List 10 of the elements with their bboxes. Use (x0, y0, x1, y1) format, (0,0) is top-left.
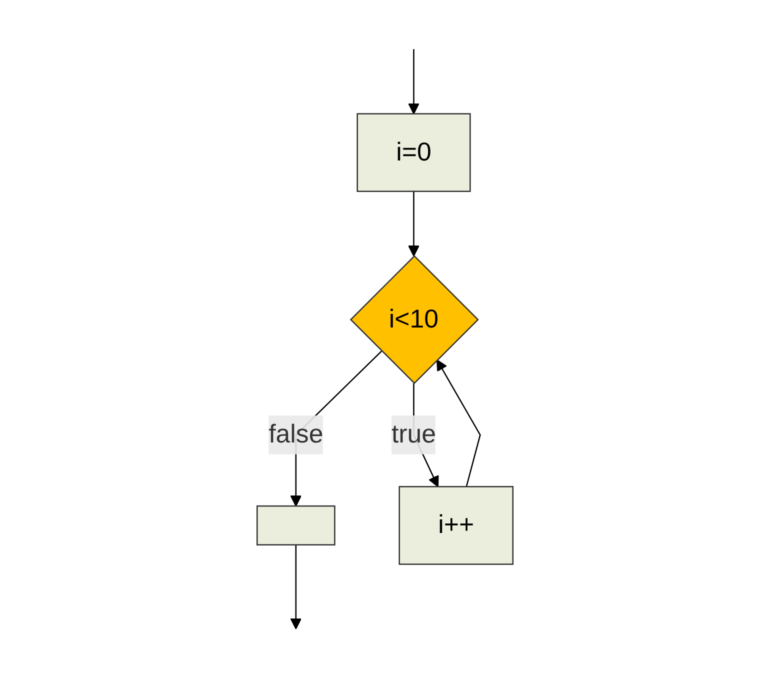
node-box: i=0 (356, 113, 471, 192)
node-box: i++ (398, 486, 514, 565)
arrow (436, 359, 481, 487)
arrow (408, 49, 420, 114)
node-diamond: i<10 (350, 255, 479, 384)
arrow (290, 544, 302, 630)
arrow (408, 191, 420, 257)
edge-label: false (268, 420, 324, 450)
edge-label: true (391, 420, 436, 450)
node-box (256, 505, 336, 546)
